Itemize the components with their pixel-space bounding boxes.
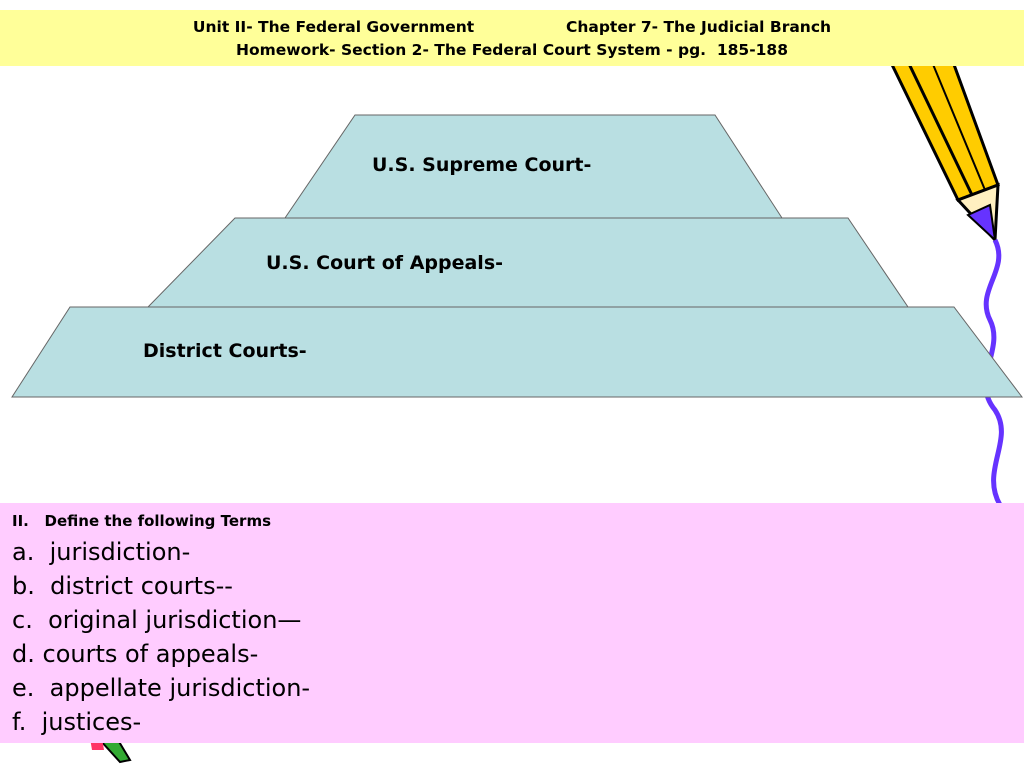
- term-item: d. courts of appeals-: [12, 640, 259, 668]
- tier-label-supreme: U.S. Supreme Court-: [372, 154, 592, 176]
- terms-heading: II. Define the following Terms: [12, 512, 272, 530]
- terms-panel: II. Define the following Terms a. jurisd…: [0, 503, 1024, 743]
- term-item: e. appellate jurisdiction-: [12, 674, 311, 702]
- header-title: Unit II- The Federal Government Chapter …: [192, 18, 832, 36]
- pyramid-tier-appeals: [146, 217, 909, 308]
- tier-label-district: District Courts-: [143, 340, 307, 362]
- tier-label-appeals: U.S. Court of Appeals-: [266, 252, 504, 274]
- term-item: c. original jurisdiction—: [12, 606, 302, 634]
- terms-list: a. jurisdiction- b. district courts-- c.…: [12, 535, 310, 739]
- term-item: a. jurisdiction-: [12, 538, 191, 566]
- pyramid-tier-district: [11, 306, 1024, 398]
- term-item: b. district courts--: [12, 572, 233, 600]
- term-item: f. justices-: [12, 708, 142, 736]
- header-subtitle: Homework- Section 2- The Federal Court S…: [235, 41, 789, 59]
- header-banner: Unit II- The Federal Government Chapter …: [0, 10, 1024, 66]
